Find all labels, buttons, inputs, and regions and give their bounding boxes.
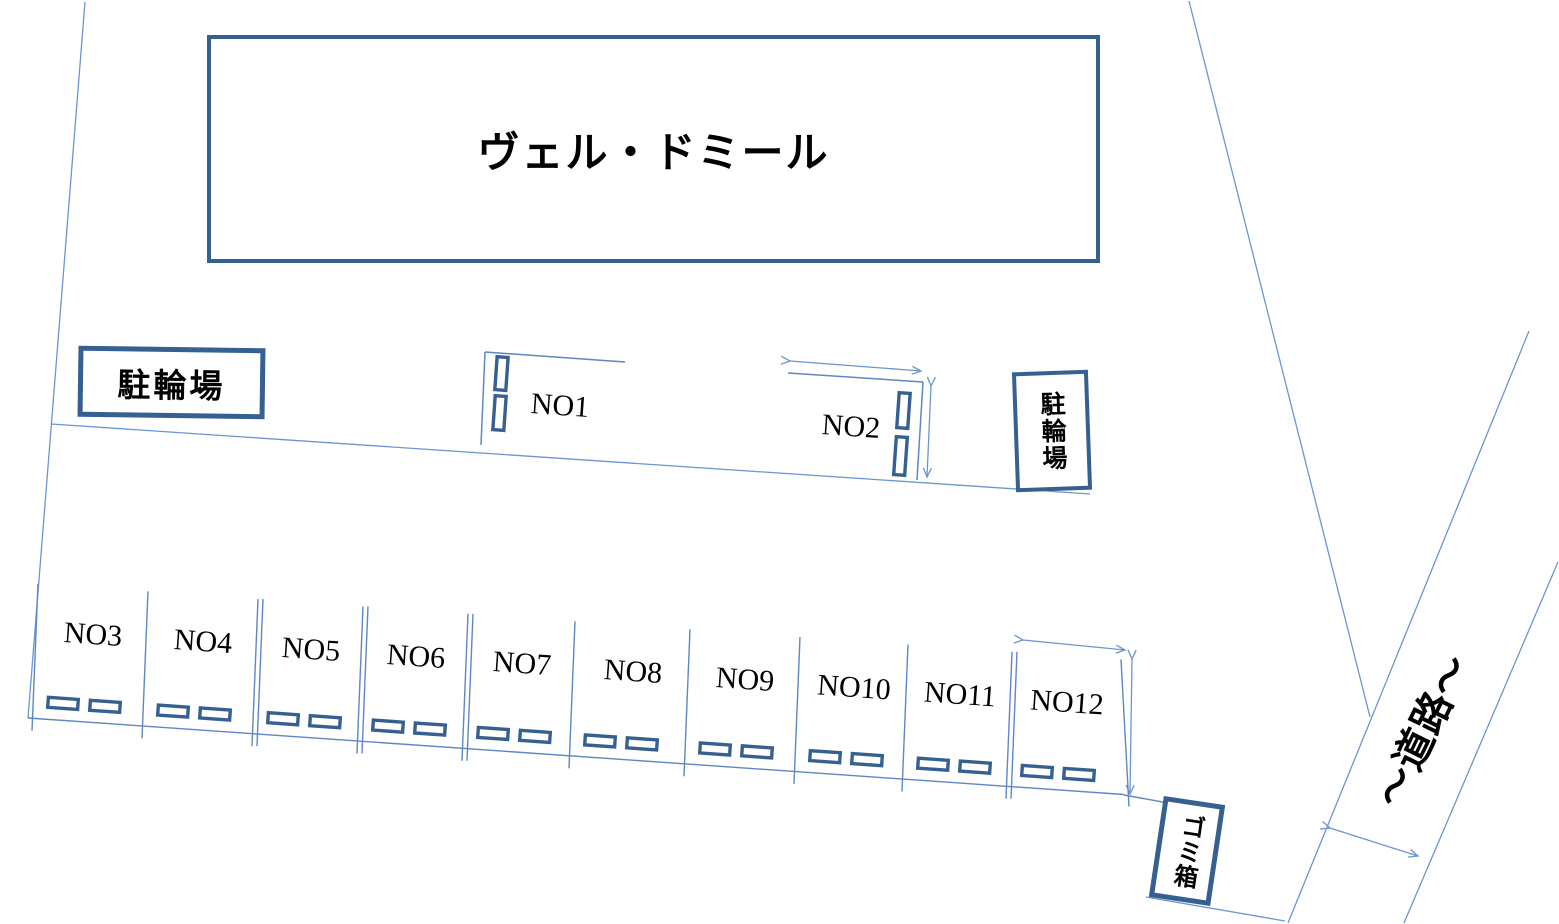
wheel-stopper	[517, 728, 553, 745]
wheel-stopper	[307, 713, 343, 730]
parking-spot-label: NO12	[1028, 683, 1105, 722]
spot-no2-top-line	[787, 372, 924, 383]
parking-spot-label: NO3	[62, 615, 124, 653]
spot-no2-right-line	[916, 381, 924, 481]
road-width-arrow	[1320, 820, 1420, 858]
no12-depth-arrow	[1125, 649, 1137, 796]
bicycle-parking-right-label: 駐輪場	[1036, 390, 1068, 472]
parking-row-baseline	[27, 717, 1125, 796]
wheel-stopper	[849, 751, 885, 768]
parking-spot-label: NO7	[491, 645, 552, 683]
spot-divider-line	[251, 599, 259, 747]
parking-spot-label: NO8	[602, 653, 663, 691]
wheel-stopper	[582, 733, 618, 749]
parking-spot-label: NO1	[529, 387, 591, 424]
parking-spot-label: NO4	[172, 623, 234, 661]
spot-divider-line	[1005, 651, 1013, 799]
spot-divider-line	[466, 613, 474, 761]
parking-spot-label: NO2	[820, 408, 882, 445]
wheel-stopper	[624, 736, 660, 752]
wheel-stopper	[739, 744, 775, 760]
lower-row-generated-geometry	[31, 583, 1130, 807]
wheel-stopper	[412, 721, 448, 737]
wheel-stopper	[493, 354, 510, 393]
no2-depth-arrow	[922, 376, 936, 479]
spot-divider-line	[31, 583, 39, 731]
spot-divider-line	[256, 599, 264, 747]
wheel-stopper	[915, 756, 951, 773]
wheel-stopper	[370, 718, 406, 734]
site-boundary-right-line	[1188, 0, 1371, 718]
wheel-stopper	[1019, 763, 1055, 780]
spot-divider-line	[568, 621, 576, 769]
wheel-stopper	[155, 703, 191, 719]
parking-spot-label: NO11	[922, 675, 998, 714]
no2-wheel-stoppers	[891, 390, 912, 478]
spot-no1-left-line	[480, 351, 486, 446]
trash-box-label: ゴミ箱	[1168, 811, 1206, 891]
spot-divider-line	[361, 606, 369, 754]
wheel-stopper	[891, 434, 910, 478]
wheel-stopper	[1061, 766, 1097, 783]
no12-width-arrow	[1013, 634, 1127, 654]
spot-divider-line	[461, 613, 469, 761]
parking-spot-label: NO5	[280, 630, 341, 668]
parking-spot-label: NO6	[385, 638, 446, 676]
wheel-stopper	[697, 741, 733, 757]
bicycle-parking-right-box: 駐輪場	[1011, 369, 1093, 493]
wheel-stopper	[265, 710, 301, 727]
building-box: ヴェル・ドミール	[207, 35, 1100, 263]
wheel-stopper	[491, 393, 508, 433]
parking-spot-label: NO9	[714, 661, 776, 699]
wheel-stopper	[45, 695, 81, 712]
wheel-stopper	[197, 706, 233, 722]
wheel-stopper	[807, 748, 843, 765]
road-edge-right-line	[1403, 561, 1559, 924]
no1-wheel-stoppers	[491, 354, 510, 433]
no2-width-arrow	[780, 355, 923, 375]
wheel-stopper	[957, 759, 993, 775]
spot-divider-line	[141, 591, 149, 739]
spot-no1-top-line	[484, 351, 626, 363]
bicycle-parking-left-box: 駐輪場	[77, 345, 266, 420]
wheel-stopper	[87, 698, 123, 715]
trash-area-line	[1145, 896, 1286, 922]
spot-divider-line	[356, 606, 364, 754]
wheel-stopper	[475, 725, 511, 742]
spot-divider-line	[1120, 659, 1130, 807]
spot-divider-line	[901, 644, 909, 792]
frontage-line	[50, 423, 1091, 495]
row-extension-line	[1123, 794, 1169, 804]
spot-divider-line	[793, 636, 801, 784]
spot-divider-line	[683, 629, 691, 777]
parking-spot-label: NO10	[816, 668, 892, 707]
wheel-stopper	[894, 390, 912, 431]
spot-divider-line	[1010, 651, 1018, 799]
bicycle-parking-left-label: 駐輪場	[117, 365, 226, 405]
building-label: ヴェル・ドミール	[477, 128, 830, 176]
